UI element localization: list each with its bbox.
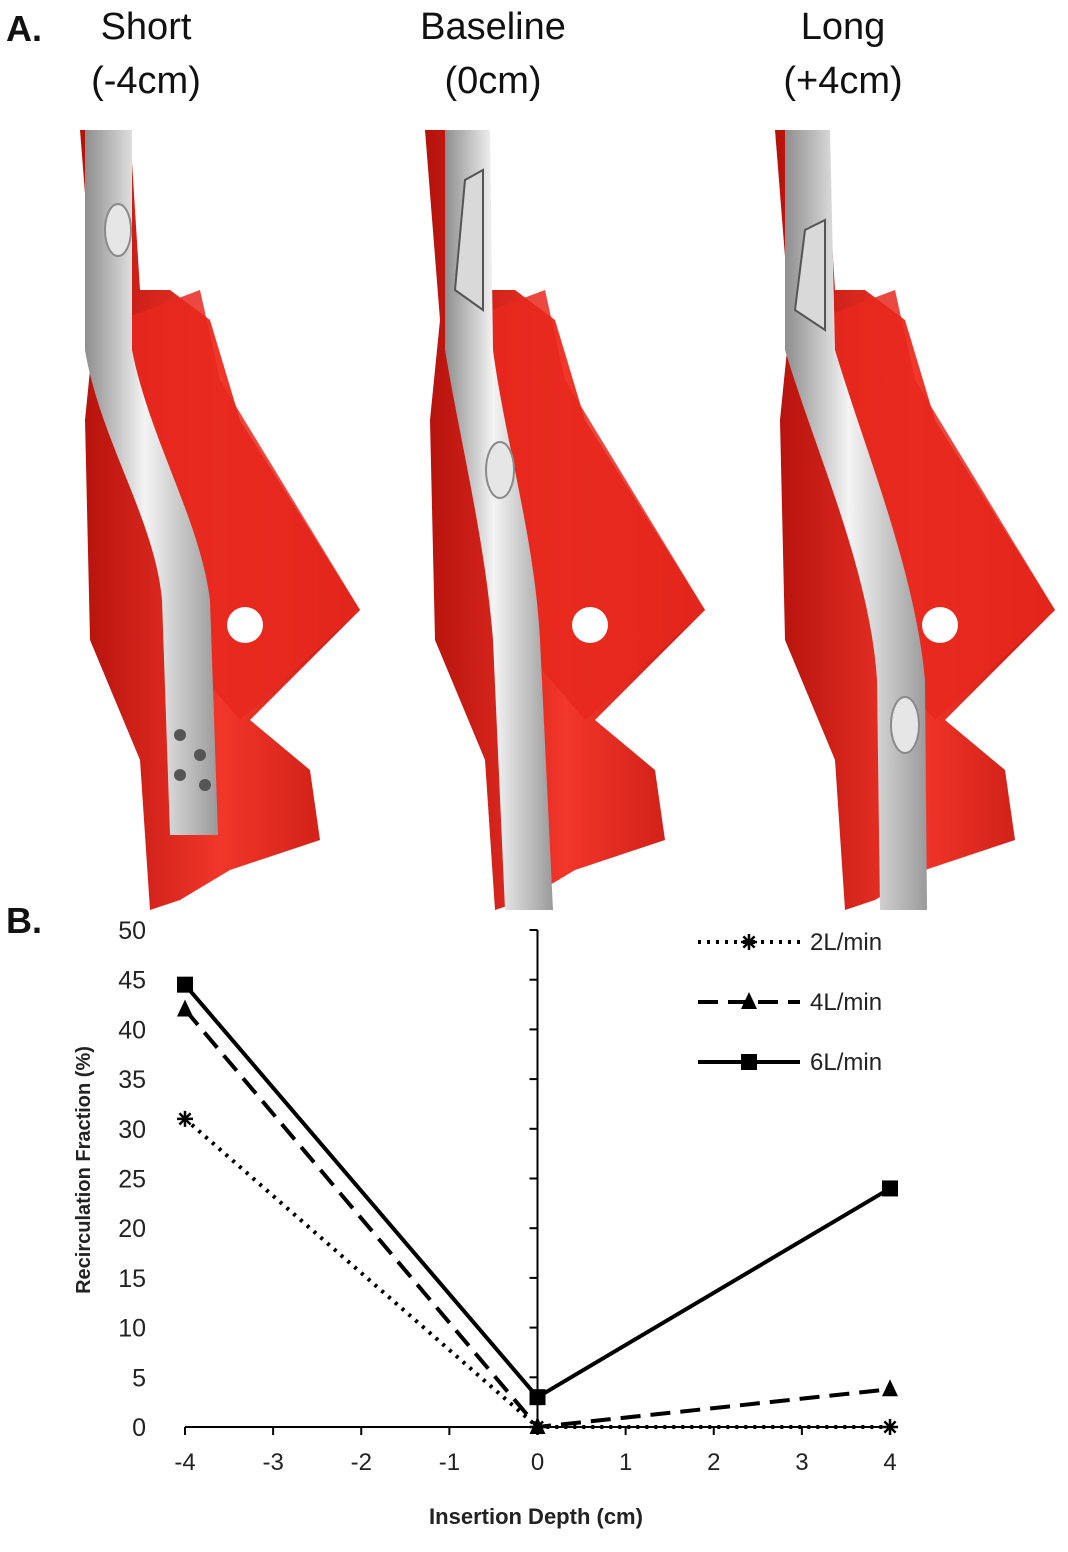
x-tick-label: -1 bbox=[439, 1449, 460, 1476]
vessel-opening bbox=[227, 607, 263, 643]
x-tick-label: 0 bbox=[531, 1449, 544, 1476]
data-point bbox=[741, 934, 757, 950]
column-depth: (+4cm) bbox=[783, 60, 903, 102]
data-point bbox=[177, 999, 193, 1017]
render-short bbox=[80, 130, 360, 910]
x-axis-label: Insertion Depth (cm) bbox=[429, 1504, 643, 1529]
legend-label: 2L/min bbox=[810, 929, 882, 956]
legend-label: 4L/min bbox=[810, 989, 882, 1016]
y-tick-label: 0 bbox=[132, 1414, 146, 1442]
column-title-short: Short (-4cm) bbox=[36, 0, 256, 108]
x-tick-label: 3 bbox=[795, 1449, 808, 1476]
x-tick-label: -4 bbox=[174, 1449, 195, 1476]
render-long bbox=[775, 130, 1055, 910]
column-depth: (0cm) bbox=[444, 60, 542, 102]
cannula-outlet-port bbox=[890, 696, 920, 754]
column-title-baseline: Baseline (0cm) bbox=[383, 0, 603, 108]
drainage-hole bbox=[199, 779, 211, 791]
series-6L/min bbox=[177, 976, 898, 1406]
data-point bbox=[529, 1417, 546, 1434]
data-point bbox=[177, 976, 193, 993]
y-tick-label: 45 bbox=[118, 967, 146, 995]
y-tick-label: 35 bbox=[118, 1066, 146, 1094]
y-tick-label: 40 bbox=[118, 1016, 146, 1044]
data-point bbox=[882, 1180, 898, 1197]
y-tick-label: 15 bbox=[118, 1265, 146, 1293]
y-tick-label: 50 bbox=[118, 917, 146, 945]
cannula-side-port bbox=[453, 168, 484, 312]
vessel-opening bbox=[922, 607, 958, 643]
data-point bbox=[529, 1389, 546, 1406]
x-tick-label: 1 bbox=[619, 1449, 632, 1476]
y-tick-label: 30 bbox=[118, 1116, 146, 1144]
vessel-opening bbox=[572, 607, 608, 643]
data-point bbox=[882, 1419, 898, 1435]
y-tick-label: 20 bbox=[118, 1215, 146, 1243]
data-point bbox=[741, 992, 757, 1009]
column-name: Short bbox=[100, 6, 192, 48]
drainage-hole bbox=[174, 729, 186, 741]
y-tick-label: 10 bbox=[118, 1315, 146, 1343]
data-point bbox=[882, 1379, 898, 1397]
cannula-side-port bbox=[793, 218, 826, 332]
panel-a-letter: A. bbox=[6, 8, 42, 49]
column-depth: (-4cm) bbox=[91, 60, 201, 102]
cannula bbox=[445, 130, 553, 910]
cannula-outlet-port bbox=[485, 441, 515, 499]
column-title-long: Long (+4cm) bbox=[733, 0, 953, 108]
column-name: Baseline bbox=[420, 6, 566, 48]
y-axis-label: Recirculation Fraction (%) bbox=[73, 1046, 95, 1294]
y-tick-label: 5 bbox=[132, 1364, 146, 1392]
column-name: Long bbox=[800, 6, 886, 48]
x-tick-label: -3 bbox=[262, 1449, 283, 1476]
panel-b-letter: B. bbox=[6, 900, 42, 941]
drainage-hole bbox=[174, 769, 186, 781]
cannula-side-port bbox=[104, 203, 132, 257]
render-baseline bbox=[425, 130, 705, 910]
x-tick-label: 4 bbox=[883, 1449, 896, 1476]
cannula bbox=[85, 130, 218, 835]
data-point bbox=[177, 1110, 193, 1127]
x-tick-label: -2 bbox=[351, 1449, 372, 1476]
data-point bbox=[741, 1054, 757, 1070]
y-tick-label: 25 bbox=[118, 1166, 146, 1194]
series-4L/min bbox=[177, 999, 898, 1434]
x-tick-label: 2 bbox=[707, 1449, 720, 1476]
legend-label: 6L/min bbox=[810, 1049, 882, 1076]
drainage-hole bbox=[194, 749, 206, 761]
